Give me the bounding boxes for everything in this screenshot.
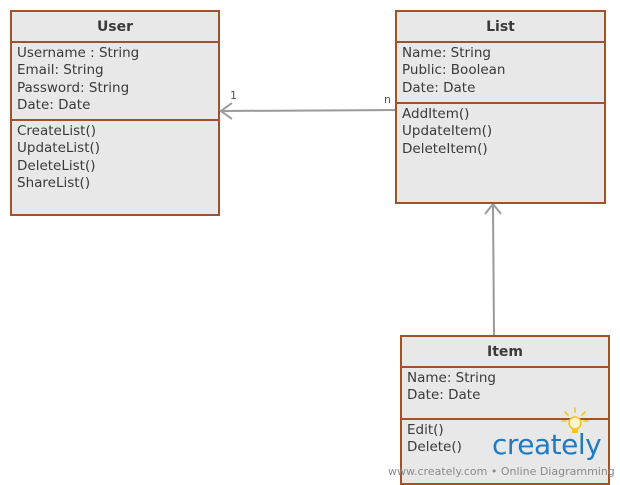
method: Edit() <box>407 422 444 438</box>
method: AddItem() <box>402 106 470 122</box>
open-arrowhead <box>484 202 502 215</box>
creately-logo: creately <box>492 428 602 461</box>
open-arrowhead <box>219 102 233 120</box>
attribute: Name: String <box>407 370 496 386</box>
method: UpdateList() <box>17 140 101 157</box>
multiplicity-user-end: 1 <box>230 89 237 102</box>
method: CreateList() <box>17 123 96 139</box>
attribute: Email: String <box>17 62 104 79</box>
attribute: Username : String <box>17 45 140 61</box>
class-attributes: Name: String Public: Boolean Date: Date <box>397 43 604 104</box>
multiplicity-list-end: n <box>384 93 391 106</box>
method: DeleteList() <box>17 157 96 174</box>
method: Delete() <box>407 439 462 456</box>
attribute: Date: Date <box>402 79 476 96</box>
class-title: User <box>12 12 218 43</box>
method: ShareList() <box>17 175 91 192</box>
class-list[interactable]: List Name: String Public: Boolean Date: … <box>395 10 606 204</box>
attribute: Password: String <box>17 79 130 96</box>
watermark: www.creately.com • Online Diagramming <box>388 465 615 478</box>
method: UpdateItem() <box>402 123 493 140</box>
method: DeleteItem() <box>402 140 488 157</box>
class-user[interactable]: User Username : String Email: String Pas… <box>10 10 220 216</box>
class-attributes: Username : String Email: String Password… <box>12 43 218 121</box>
association-item-list <box>484 202 502 336</box>
attribute: Date: Date <box>407 387 481 404</box>
association-list-user <box>219 102 396 120</box>
class-title: Item <box>402 337 608 368</box>
attribute: Name: String <box>402 45 491 61</box>
lightbulb-icon <box>561 407 589 433</box>
class-attributes: Name: String Date: Date <box>402 368 608 420</box>
class-methods: CreateList() UpdateList() DeleteList() S… <box>12 121 218 193</box>
attribute: Public: Boolean <box>402 62 506 79</box>
class-methods: Edit() Delete() <box>402 420 608 457</box>
class-title: List <box>397 12 604 43</box>
class-methods: AddItem() UpdateItem() DeleteItem() <box>397 104 604 158</box>
attribute: Date: Date <box>17 97 91 114</box>
